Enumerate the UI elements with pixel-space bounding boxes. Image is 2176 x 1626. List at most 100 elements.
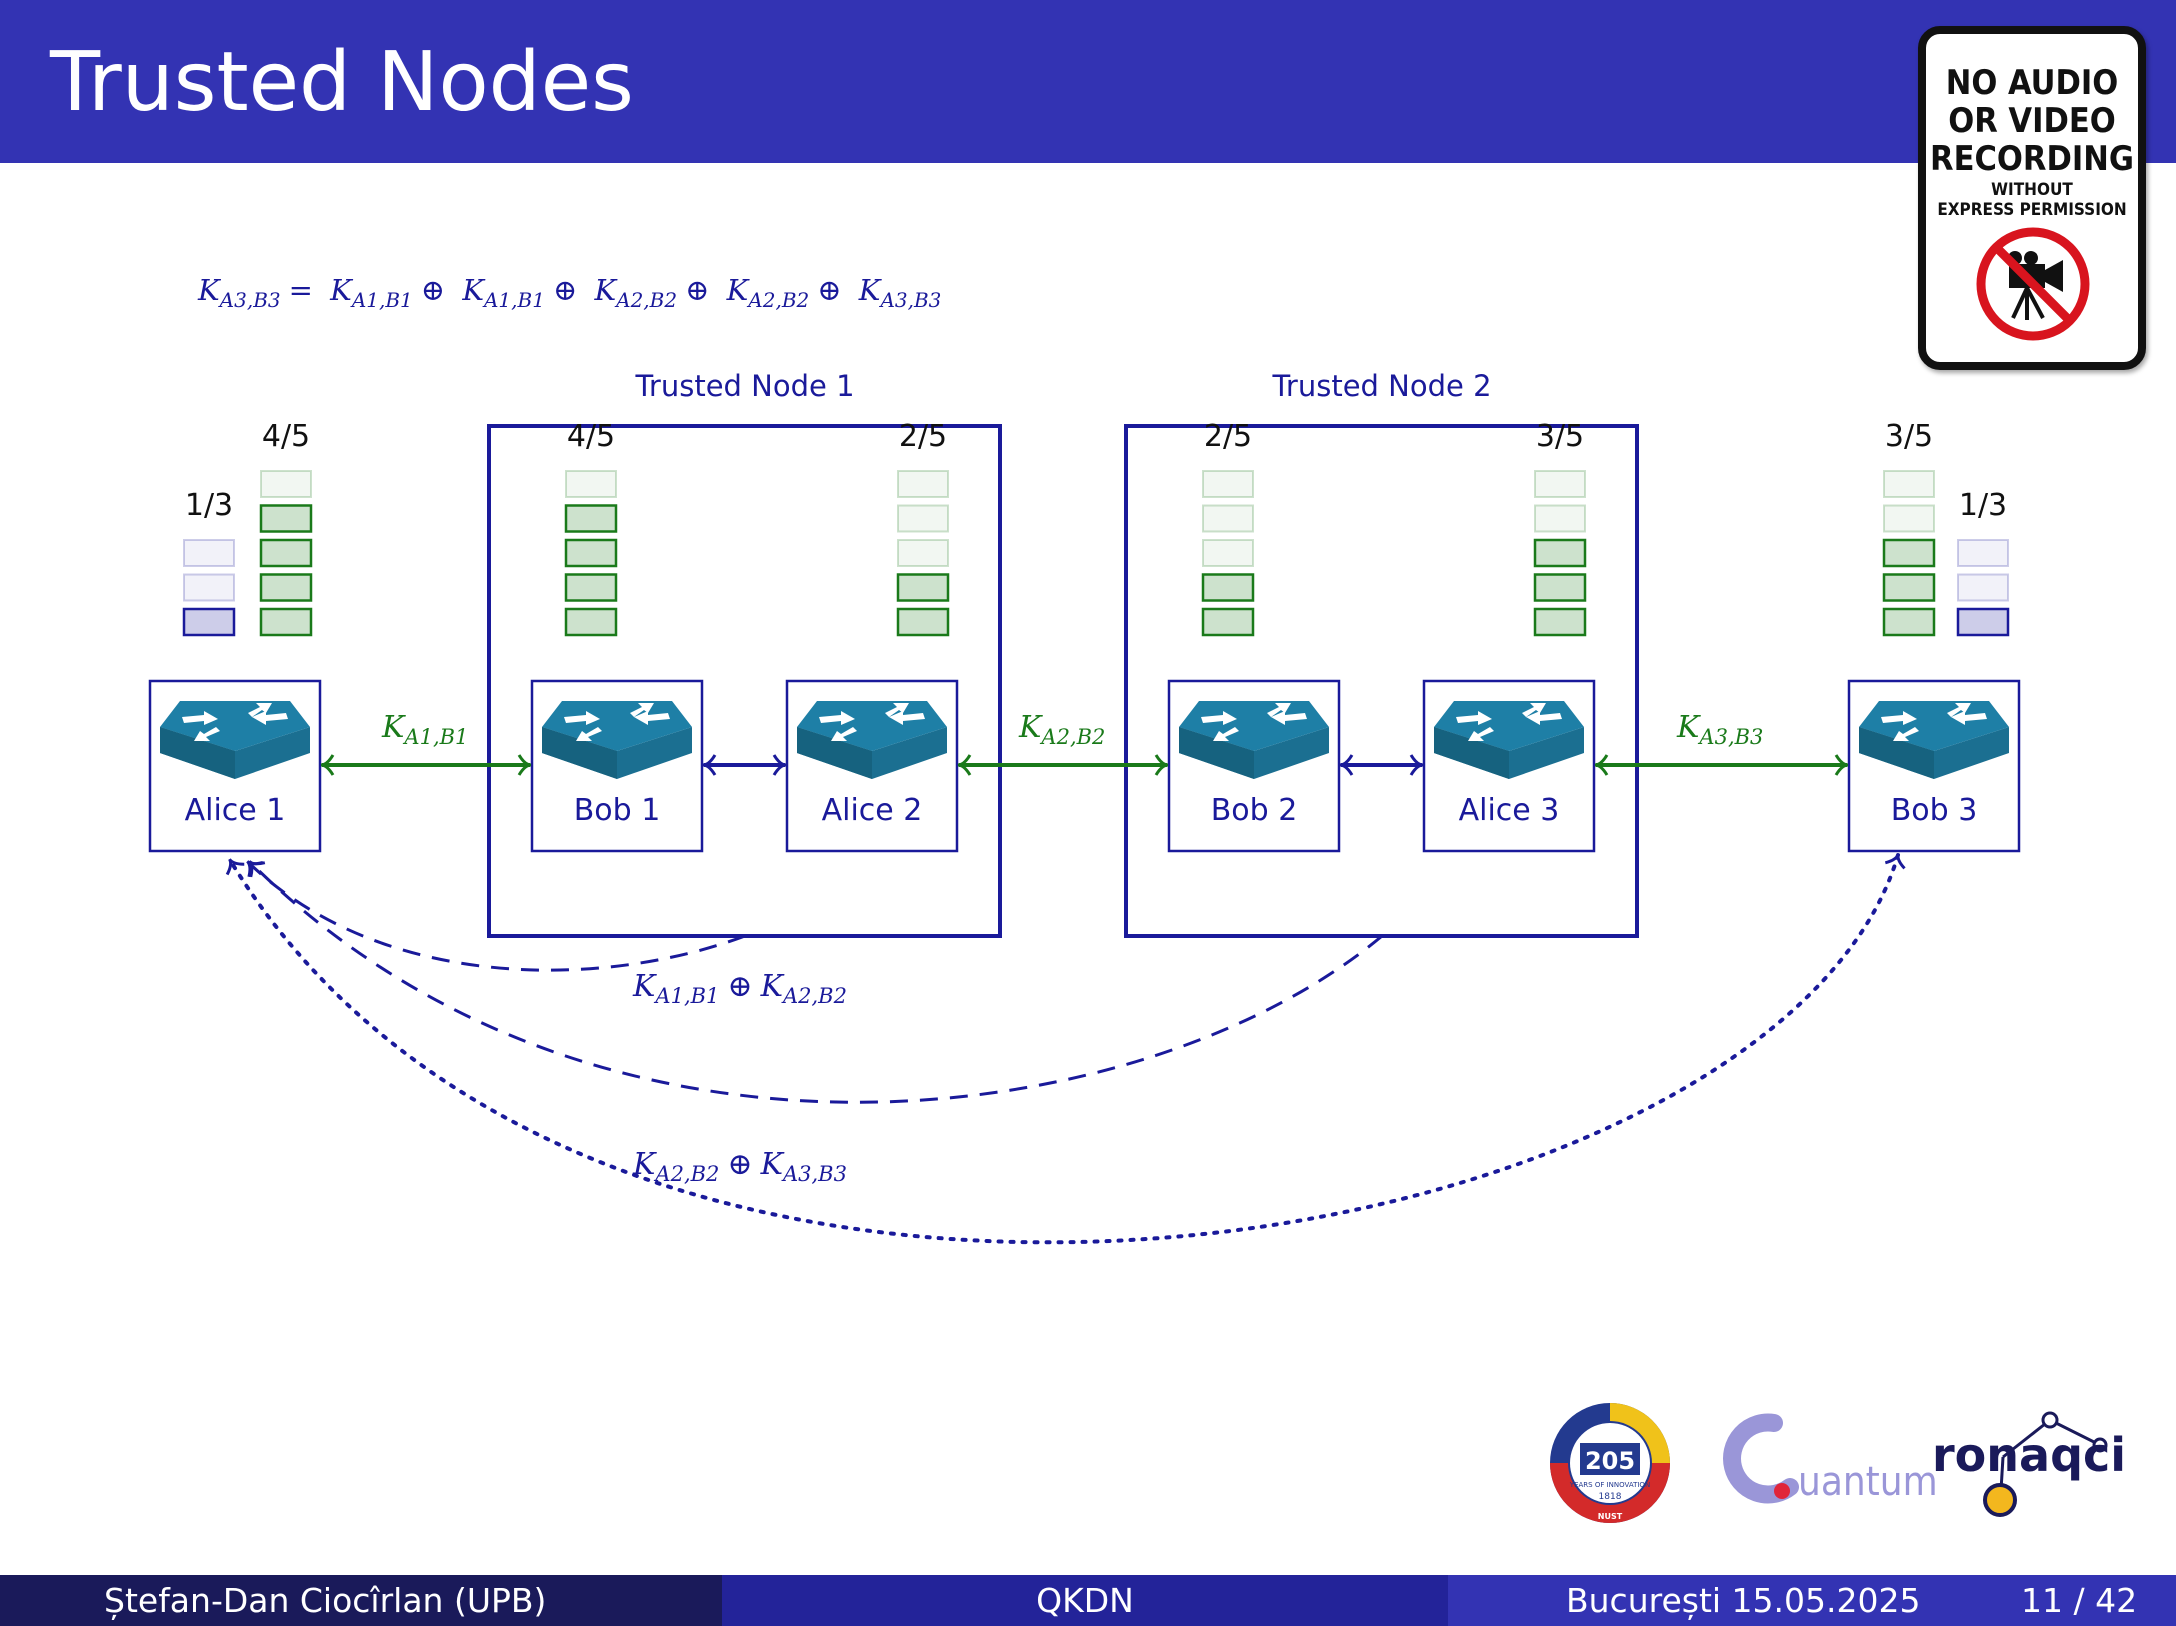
key-slot-empty — [1957, 539, 2009, 567]
key-slot-empty — [1202, 470, 1254, 498]
key-slot-empty — [1883, 504, 1935, 533]
ronaqci-logo: ronaqci — [1932, 1411, 2126, 1517]
key-stack-label: 4/5 — [262, 419, 310, 454]
node-label: Bob 3 — [1891, 793, 1978, 828]
formula-term-4-base: K — [726, 273, 751, 307]
ronaqci-wordmark: ronaqci — [1932, 1428, 2126, 1482]
key-stack-8: 1/3 — [1956, 488, 2010, 637]
key-slot-filled — [1201, 607, 1255, 637]
link-label-1: KA1,B1 — [381, 710, 468, 749]
key-slot-filled — [259, 607, 313, 637]
key-slot-filled — [1882, 573, 1936, 602]
bob3-to-alice1-channel — [225, 853, 1906, 1245]
key-slot-filled — [259, 538, 313, 568]
relay-label-2: KA2,B2⊕KA3,B3 — [632, 1147, 847, 1186]
upb-number: 205 — [1585, 1447, 1635, 1475]
node-label: Alice 2 — [822, 793, 923, 828]
key-slot-empty — [897, 539, 949, 567]
footer-author: Ștefan-Dan Ciocîrlan (UPB) — [104, 1581, 547, 1620]
key-slot-filled — [1956, 607, 2010, 637]
trusted-node-1-label: Trusted Node 1 — [634, 369, 854, 403]
key-slot-filled — [896, 607, 950, 637]
title-bar: Trusted Nodes — [0, 0, 2176, 163]
key-stack-label: 1/3 — [185, 488, 233, 523]
footer-bar: Ștefan-Dan Ciocîrlan (UPB) QKDN Bucureșt… — [0, 1575, 2176, 1626]
no-camera-icon — [1976, 227, 2090, 341]
formula-term-2-sub: A1,B1 — [482, 288, 545, 312]
upb-nust: NUST — [1598, 1512, 1623, 1521]
sign-line-1: NO AUDIO — [1945, 63, 2119, 103]
footer-place-date: București 15.05.2025 — [1566, 1581, 1921, 1620]
key-slot-empty — [565, 470, 617, 498]
key-slot-filled — [1533, 607, 1587, 637]
footer-author-cell: Ștefan-Dan Ciocîrlan (UPB) — [0, 1575, 722, 1626]
formula-op-2: ⊕ — [553, 273, 577, 307]
node-label: Alice 3 — [1459, 793, 1560, 828]
key-slot-empty — [183, 539, 235, 567]
key-slot-filled — [564, 504, 618, 533]
footer-short-title: QKDN — [1036, 1581, 1134, 1620]
node-alice-3: Alice 3 — [1422, 679, 1596, 853]
formula-term-1-base: K — [329, 273, 354, 307]
key-stack-label: 2/5 — [1204, 419, 1252, 454]
key-stack-5: 2/5 — [1201, 419, 1255, 637]
sign-line-4: WITHOUT — [1991, 180, 2073, 200]
node-alice-1: Alice 1 — [148, 679, 322, 853]
trusted-node-2-label: Trusted Node 2 — [1271, 369, 1491, 403]
key-stack-label: 3/5 — [1536, 419, 1584, 454]
key-slot-empty — [260, 470, 312, 498]
relay-tn1-to-alice1 — [246, 860, 746, 972]
key-stack-7: 3/5 — [1882, 419, 1936, 637]
formula-term-4-sub: A2,B2 — [746, 288, 809, 312]
formula-term-3-base: K — [593, 273, 618, 307]
partner-logos: 205 YEARS OF INNOVATION 1818 NUST uantum… — [1550, 1403, 2126, 1523]
formula-lhs-sub: A3,B3 — [218, 288, 281, 312]
key-slot-filled — [1533, 538, 1587, 568]
key-slot-empty — [1534, 470, 1586, 498]
key-stack-6: 3/5 — [1533, 419, 1587, 637]
formula-op-3: ⊕ — [685, 273, 709, 307]
upb-year: 1818 — [1599, 1492, 1622, 1502]
key-stack-2: 4/5 — [259, 419, 313, 637]
formula-lhs-base: K — [197, 273, 222, 307]
formula-term-1-sub: A1,B1 — [350, 288, 413, 312]
key-slot-filled — [259, 504, 313, 533]
upb-logo: 205 YEARS OF INNOVATION 1818 NUST — [1550, 1403, 1670, 1523]
formula-eq: = — [289, 273, 313, 307]
upb-subtitle: YEARS OF INNOVATION — [1569, 1481, 1650, 1489]
no-recording-sign: NO AUDIO OR VIDEO RECORDING WITHOUT EXPR… — [1918, 26, 2146, 370]
key-slot-filled — [259, 573, 313, 602]
formula-op-4: ⊕ — [817, 273, 841, 307]
key-slot-empty — [897, 470, 949, 498]
key-slot-empty — [897, 504, 949, 533]
quantum-logo: uantum — [1723, 1413, 1938, 1505]
key-slot-empty — [1534, 504, 1586, 533]
node-label: Alice 1 — [185, 793, 286, 828]
key-slot-filled — [896, 573, 950, 602]
key-stack-1: 1/3 — [182, 488, 236, 637]
footer-title-cell: QKDN — [722, 1575, 1448, 1626]
key-slot-empty — [1883, 470, 1935, 498]
key-slot-filled — [182, 607, 236, 637]
key-slot-filled — [564, 573, 618, 602]
sign-line-5: EXPRESS PERMISSION — [1937, 200, 2127, 220]
trusted-node-diagram: KA3,B3= KA1,B1⊕ KA1,B1⊕ KA2,B2⊕ KA2,B2⊕ … — [148, 273, 2021, 1245]
node-alice-2: Alice 2 — [785, 679, 959, 853]
sign-line-3: RECORDING — [1930, 139, 2134, 179]
formula-term-5-base: K — [858, 273, 883, 307]
node-bob-3: Bob 3 — [1847, 679, 2021, 853]
footer-meta-cell: București 15.05.2025 11 / 42 — [1448, 1575, 2176, 1626]
key-slot-filled — [1201, 573, 1255, 602]
key-stack-label: 1/3 — [1959, 488, 2007, 523]
slide-title: Trusted Nodes — [50, 35, 634, 130]
formula-op-1: ⊕ — [421, 273, 445, 307]
formula-term-2-base: K — [461, 273, 486, 307]
footer-page-number: 11 / 42 — [2021, 1581, 2138, 1620]
formula-term-5-sub: A3,B3 — [878, 288, 941, 312]
key-slot-filled — [1882, 607, 1936, 637]
relay-label-1: KA1,B1⊕KA2,B2 — [632, 969, 847, 1008]
node-label: Bob 1 — [574, 793, 661, 828]
node-bob-1: Bob 1 — [530, 679, 704, 853]
key-slot-empty — [183, 573, 235, 602]
